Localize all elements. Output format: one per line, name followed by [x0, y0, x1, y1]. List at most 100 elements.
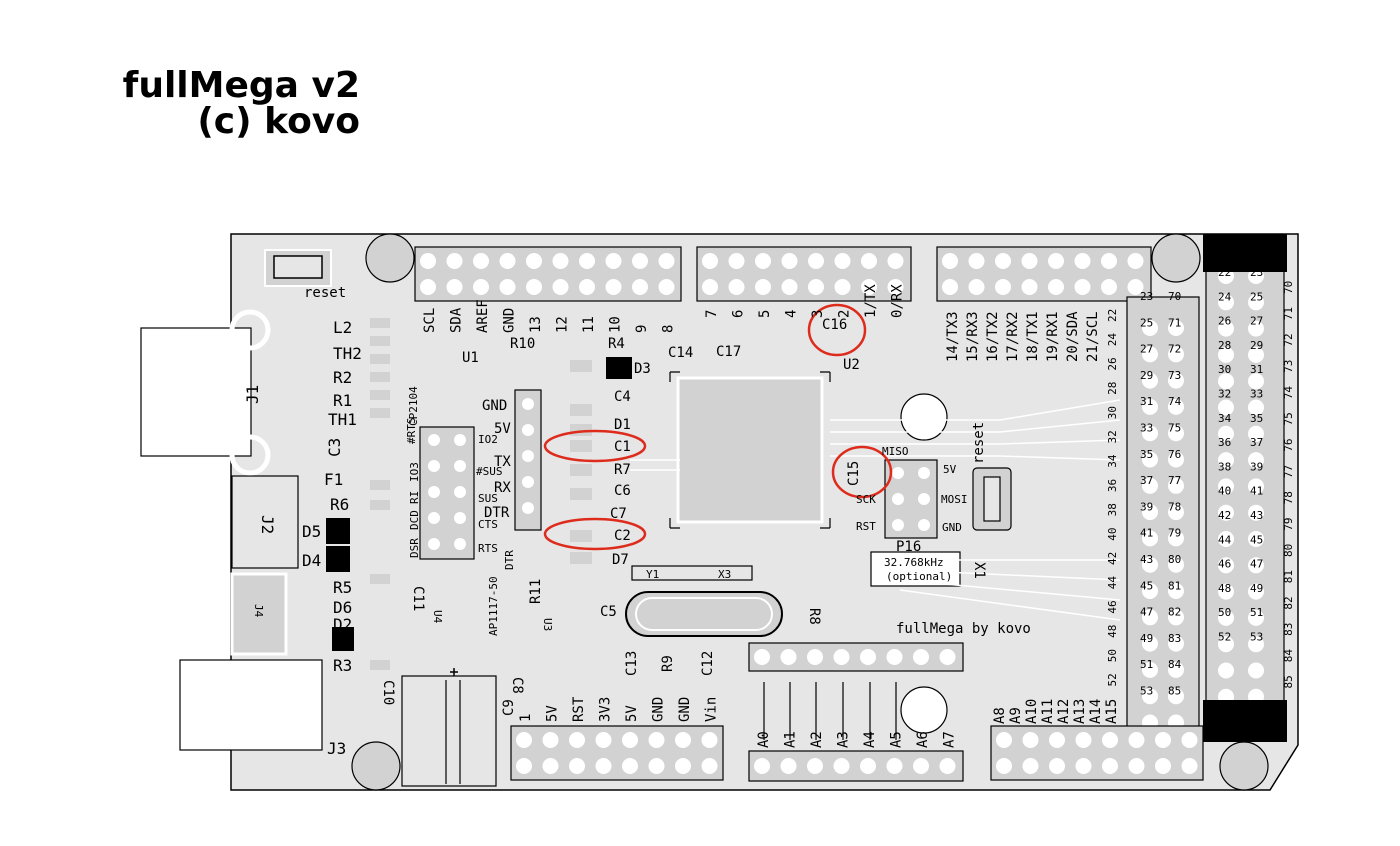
- header-pin: [860, 758, 876, 774]
- pin-label: 37: [1250, 436, 1263, 449]
- pin-label: 83: [1282, 623, 1295, 636]
- header-pin: [1048, 253, 1064, 269]
- header-label: GND: [651, 697, 667, 722]
- mcu-corner-marks: [669, 371, 831, 529]
- label-cp-cts: CTS: [478, 518, 498, 531]
- header-pin: [1218, 636, 1234, 653]
- header-pin: [1074, 279, 1091, 295]
- header-label: A7: [942, 731, 958, 748]
- header-pin: [834, 253, 851, 269]
- header-label: 21/SCL: [1085, 311, 1101, 362]
- header-pin: [1181, 758, 1198, 774]
- header-pin: [1218, 373, 1234, 390]
- label-cp-sus: SUS: [478, 492, 498, 505]
- label-c14: C14: [668, 345, 693, 361]
- crystal-y1-frame: [631, 565, 753, 581]
- header-pin: [1155, 758, 1171, 774]
- header-pin: [995, 253, 1011, 269]
- header-pin: [781, 253, 798, 269]
- pin-label: 52: [1106, 673, 1119, 686]
- label-ap1117: AP1117-50: [487, 576, 500, 636]
- pin-label: 29: [1140, 369, 1153, 382]
- label-c1: C1: [614, 439, 631, 455]
- header-pin: [473, 253, 489, 269]
- label-dtr-small: DTR: [503, 550, 516, 570]
- diode-d5: [326, 518, 350, 544]
- header-pin: [887, 279, 904, 295]
- label-cp-rts: RTS: [478, 542, 498, 555]
- header-label: 9: [634, 325, 650, 333]
- header-pin: [1142, 320, 1158, 336]
- header-pin: [1248, 504, 1264, 521]
- header-label: 19/RX1: [1045, 311, 1061, 362]
- mounting-hole-mid: [900, 393, 948, 441]
- highlight-c16: [807, 303, 867, 357]
- header-pin: [446, 253, 463, 269]
- pin-label: 22: [1218, 266, 1231, 279]
- analog-bracket-lines: [763, 682, 897, 740]
- mounting-hole-tl: [365, 233, 415, 283]
- header-pin: [1248, 346, 1264, 363]
- header-pin: [728, 279, 745, 295]
- header-label: 7: [704, 310, 720, 318]
- header-pin: [605, 253, 622, 269]
- pin-label: 41: [1250, 485, 1263, 498]
- label-f1: F1: [324, 470, 343, 489]
- header-pin: [1101, 279, 1117, 295]
- header-pin: [808, 279, 824, 295]
- label-cp-sus-n: #SUS: [476, 465, 503, 478]
- pin-label: 80: [1282, 544, 1295, 557]
- crystal-32k-box: [870, 551, 961, 587]
- highlight-c1: [543, 429, 647, 463]
- pin-label: 70: [1282, 281, 1295, 294]
- label-y1: Y1: [646, 568, 659, 581]
- label-u4: U4: [431, 610, 444, 624]
- header-pin: [754, 758, 770, 774]
- header-pin: [1248, 425, 1264, 442]
- header-right-edge: [1205, 263, 1285, 711]
- pin-label: 79: [1282, 517, 1295, 530]
- pin-label: 27: [1250, 315, 1263, 328]
- pin-label: 43: [1250, 509, 1263, 522]
- header-pin: [701, 758, 718, 774]
- header-pin: [1181, 732, 1198, 748]
- label-d3: D3: [634, 361, 651, 377]
- header-pin: [968, 253, 985, 269]
- pin-label: 53: [1140, 685, 1153, 698]
- label-c6: C6: [614, 483, 631, 499]
- label-c3: C3: [325, 438, 344, 457]
- pin-label: 77: [1168, 474, 1181, 487]
- pin-label: 47: [1140, 606, 1153, 619]
- header-pin: [1142, 372, 1158, 389]
- label-cp-dcd: DCD: [408, 510, 421, 530]
- pin-label: 27: [1140, 343, 1153, 356]
- header-pin: [552, 279, 569, 295]
- header-pin: [1218, 531, 1234, 547]
- label-c5: C5: [600, 604, 617, 620]
- header-pin: [499, 279, 516, 295]
- label-c11: C11: [410, 586, 426, 611]
- header-pin: [1168, 477, 1184, 494]
- header-pin: [595, 758, 612, 774]
- pin-label: 79: [1168, 527, 1181, 540]
- crystal-y1-inner: [635, 597, 773, 631]
- header-pin: [1142, 635, 1158, 652]
- header-pin: [446, 279, 463, 295]
- header-label: 16/TX2: [985, 311, 1001, 362]
- header-pin: [579, 279, 595, 295]
- header-pin: [808, 253, 824, 269]
- header-pin: [1168, 425, 1184, 442]
- header-pin: [1248, 399, 1264, 416]
- header-pin: [1218, 662, 1234, 679]
- header-label: 5: [757, 310, 773, 318]
- pin-label: 36: [1106, 479, 1119, 492]
- connector-j2: [231, 475, 299, 569]
- pin-label: 34: [1106, 454, 1119, 468]
- smd-column-mid: [570, 360, 592, 564]
- header-label: 1: [518, 714, 534, 722]
- header-pin: [1155, 732, 1171, 748]
- header-pin: [1127, 279, 1144, 295]
- header-pin: [1128, 732, 1145, 748]
- header-pin: [542, 758, 559, 774]
